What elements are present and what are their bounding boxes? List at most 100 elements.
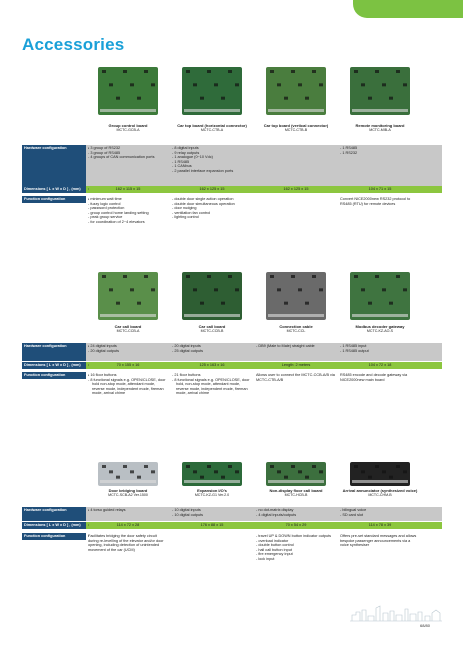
hardware-item: SD card slot (340, 513, 420, 518)
dimensions-cell: 162 x 125 x 15 (199, 187, 225, 191)
function-item: minimum wait time (88, 197, 168, 202)
city-skyline-graphic (350, 605, 442, 622)
hardware-cell: 24 digital inputs20 digital outputs (86, 343, 170, 354)
hardware-cell: 1 RS485 input1 RS485 output (338, 343, 422, 354)
top-bar (0, 0, 463, 20)
dimensions-cell: 104 x 71 x 15 (368, 187, 392, 191)
circuit-board-image (98, 462, 158, 486)
function-item: double door single action operation (172, 197, 252, 202)
hardware-item: DB9 (Male to Male) straight cable (256, 344, 336, 349)
colon: : (88, 187, 90, 191)
function-item: lighting control (172, 215, 252, 220)
function-label: Function configuration (22, 196, 86, 203)
function-item: 16 floor buttons (88, 373, 168, 378)
hardware-item: 1 RS485 output (340, 349, 420, 354)
hardware-item: 1 RS485 input (340, 344, 420, 349)
colon: : (88, 534, 90, 538)
product-title: Remote monitoring board (355, 123, 405, 128)
product-title: Non-display floor call board (269, 488, 323, 493)
hardware-cell: no dot-matrix display4 digital inputs/ou… (254, 507, 338, 518)
hardware-cell: 3 group of RS2323 group of RS4854 groups… (86, 145, 170, 161)
hardware-item: bilingual voice (340, 508, 420, 513)
product-model: MCTC-CTB-B (284, 128, 308, 133)
page-number: 68/80 (420, 623, 431, 628)
dimensions-cell: 70 x 54 x 29 (285, 523, 307, 527)
hardware-label: Hardware configuration (22, 145, 86, 190)
function-item: 8 functional signals e.g. OPEN/CLOSE, do… (88, 378, 168, 396)
dimensions-row: Dimensions [ L x W x D ] , (mm):114 x 72… (22, 522, 442, 529)
dimensions-cell: 70 x 155 x 16 (116, 363, 140, 367)
function-item: fuzzy logic control (88, 202, 168, 207)
function-cell: Facilitates bridging the door safety cir… (88, 534, 164, 552)
function-item: for coordination of 2~4 elevators (88, 220, 168, 225)
function-row: Function configuration:Facilitates bridg… (22, 533, 442, 593)
function-row: Function configuration:16 floor buttons8… (22, 372, 442, 422)
dimensions-row: Dimensions [ L x W x D ] , (mm):162 x 11… (22, 186, 442, 193)
hardware-item: 1 RS485 (172, 160, 252, 165)
product-image (178, 460, 246, 488)
hardware-item: 2 parallel interface expansion ports (172, 169, 252, 174)
circuit-board-image (350, 272, 410, 320)
product-model: MCTC-CCB-B (200, 329, 224, 334)
hardware-item: 1 RS232 (340, 151, 420, 156)
dimensions-label: Dimensions [ L x W x D ] , (mm) (22, 362, 86, 369)
dimensions-cell: 104 x 72 x 18 (368, 363, 392, 367)
circuit-board-image (266, 462, 326, 486)
function-label: Function configuration (22, 372, 86, 379)
product-model: MCTC-CCB-A (116, 329, 140, 334)
hardware-item: 1 RS485 (340, 146, 420, 151)
function-item: double door simultaneous operation (172, 202, 252, 207)
hardware-cell: bilingual voiceSD card slot (338, 507, 422, 518)
circuit-board-image (182, 67, 242, 115)
function-row: Function configuration:minimum wait time… (22, 196, 442, 256)
function-item: lock input (256, 557, 336, 562)
hardware-item: 24 digital inputs (88, 344, 168, 349)
product-name: Car top board (vertical connector)MCTC-C… (254, 123, 338, 133)
circuit-board-image (266, 67, 326, 115)
dimensions-cell: 125 x 163 x 16 (199, 363, 225, 367)
hardware-item: 9 relay outputs (172, 151, 252, 156)
function-cell: 21 floor buttons8 functional signals e.g… (170, 372, 254, 397)
function-cell: RS485 encode and decode gateway via NICE… (340, 373, 408, 382)
product-title: Car call board (198, 324, 226, 329)
product-name: Car top board (horizontal connector)MCTC… (170, 123, 254, 133)
function-label: Function configuration (22, 533, 86, 540)
product-image (262, 270, 330, 322)
function-cell: double door single action operationdoubl… (170, 196, 254, 221)
dimensions-label: Dimensions [ L x W x D ] , (mm) (22, 186, 86, 193)
hardware-row: Hardware configuration:24 digital inputs… (22, 343, 442, 361)
dimensions-cell: 114 x 72 x 28 (116, 523, 140, 527)
function-item: fire emergency input (256, 552, 336, 557)
product-title: Connection cable (279, 324, 313, 329)
function-cell: travel UP & DOWN button indicator output… (254, 533, 338, 563)
hardware-item: 10 digital outputs (172, 513, 252, 518)
hardware-cell: DB9 (Male to Male) straight cable (254, 343, 338, 350)
product-title: Car top board (horizontal connector) (177, 123, 247, 128)
function-cell: Convert NICE2000new RS232 protocol to RS… (340, 197, 411, 206)
function-item: ventilation fan control (172, 211, 252, 216)
product-image (346, 460, 414, 488)
function-item: group control home landing setting (88, 211, 168, 216)
function-cell: Offers pre-set standard messages and all… (340, 534, 417, 548)
product-name: Arrival annunciator (synthesized voice)M… (338, 488, 422, 498)
circuit-board-image (182, 272, 242, 320)
product-image (346, 65, 414, 117)
hardware-item: 4 groups of CAN communication ports (88, 155, 168, 160)
function-item: hall call button input (256, 548, 336, 553)
dimensions-label: Dimensions [ L x W x D ] , (mm) (22, 522, 86, 529)
hardware-item: 25 digital outputs (172, 349, 252, 354)
hardware-cell: 1 RS4851 RS232 (338, 145, 422, 156)
function-item: overload indicator (256, 539, 336, 544)
circuit-board-image (350, 67, 410, 115)
hardware-item: 20 digital outputs (88, 349, 168, 354)
hardware-item: 1 CANbus (172, 164, 252, 169)
dimensions-cell: 176 x 88 x 15 (200, 523, 224, 527)
dimensions-cell: 162 x 125 x 15 (283, 187, 309, 191)
product-model: MCTC-KZ-G1 Ver.2.0 (194, 493, 230, 498)
function-item: double button control (256, 543, 336, 548)
hardware-item: 4 torso guided relays (88, 508, 168, 513)
